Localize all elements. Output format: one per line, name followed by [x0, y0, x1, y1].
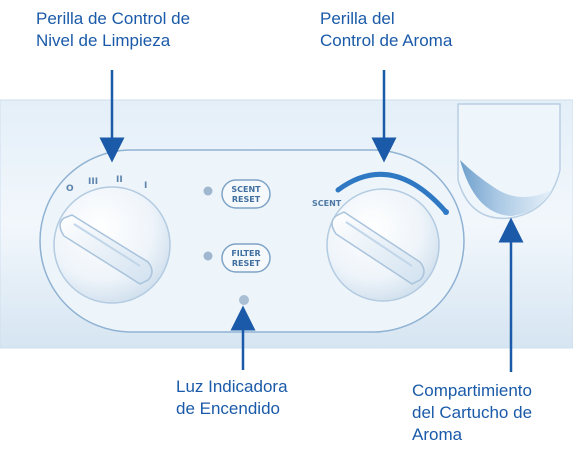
callout-power-light-line1: Luz Indicadora	[176, 377, 288, 396]
callout-cartridge-line2: del Cartucho de	[412, 403, 533, 422]
scent-reset-button[interactable]: SCENT RESET	[221, 179, 271, 209]
speed-mark-off: O	[66, 184, 74, 194]
callout-scent-knob: Perilla del Control de Aroma	[320, 8, 452, 52]
callout-power-light-line2: de Encendido	[176, 399, 280, 418]
callout-scent-knob-line2: Control de Aroma	[320, 31, 453, 50]
cleaning-level-knob[interactable]	[53, 186, 171, 304]
scent-control-knob[interactable]	[326, 188, 440, 302]
callout-cleaning-knob-line1: Perilla de Control de	[36, 9, 191, 28]
speed-mark-2: II	[116, 175, 123, 185]
callout-scent-knob-line1: Perilla del	[320, 9, 395, 28]
callout-cleaning-knob: Perilla de Control de Nivel de Limpieza	[36, 8, 190, 52]
callout-cartridge: Compartimiento del Cartucho de Aroma	[412, 380, 532, 446]
scent-indicator-light	[203, 186, 213, 196]
scent-reset-label-line2: RESET	[232, 195, 261, 204]
callout-power-light: Luz Indicadora de Encendido	[176, 376, 288, 420]
filter-reset-label-line2: RESET	[232, 259, 261, 268]
callout-cartridge-line1: Compartimiento	[412, 381, 532, 400]
callout-cartridge-line3: Aroma	[412, 425, 463, 444]
scent-cartridge-compartment[interactable]	[457, 103, 561, 220]
callout-cleaning-knob-line2: Nivel de Limpieza	[36, 31, 171, 50]
speed-mark-3: III	[88, 177, 98, 187]
filter-reset-label-line1: FILTER	[231, 249, 260, 258]
power-indicator-light	[239, 295, 249, 305]
speed-mark-1: I	[144, 181, 147, 191]
filter-reset-button[interactable]: FILTER RESET	[221, 243, 271, 273]
filter-indicator-light	[203, 251, 213, 261]
scent-reset-label-line1: SCENT	[231, 185, 261, 194]
scent-dial-label: SCENT	[312, 199, 342, 208]
scent-level-arc	[335, 171, 449, 215]
